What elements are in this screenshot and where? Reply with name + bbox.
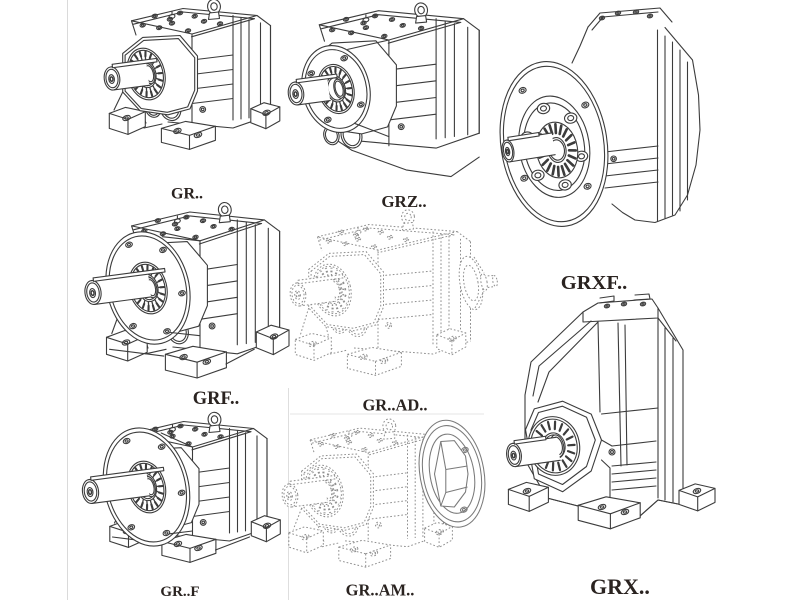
svg-text:GR..AD..: GR..AD.. <box>362 396 427 415</box>
svg-text:GR..AM..: GR..AM.. <box>346 581 415 600</box>
svg-text:GR..F: GR..F <box>160 584 199 600</box>
svg-text:GR..: GR.. <box>171 186 203 203</box>
svg-text:GRX..: GRX.. <box>590 574 650 599</box>
svg-text:GRZ..: GRZ.. <box>381 192 426 211</box>
svg-text:GRF..: GRF.. <box>193 389 240 409</box>
svg-text:GRXF..: GRXF.. <box>561 272 627 294</box>
